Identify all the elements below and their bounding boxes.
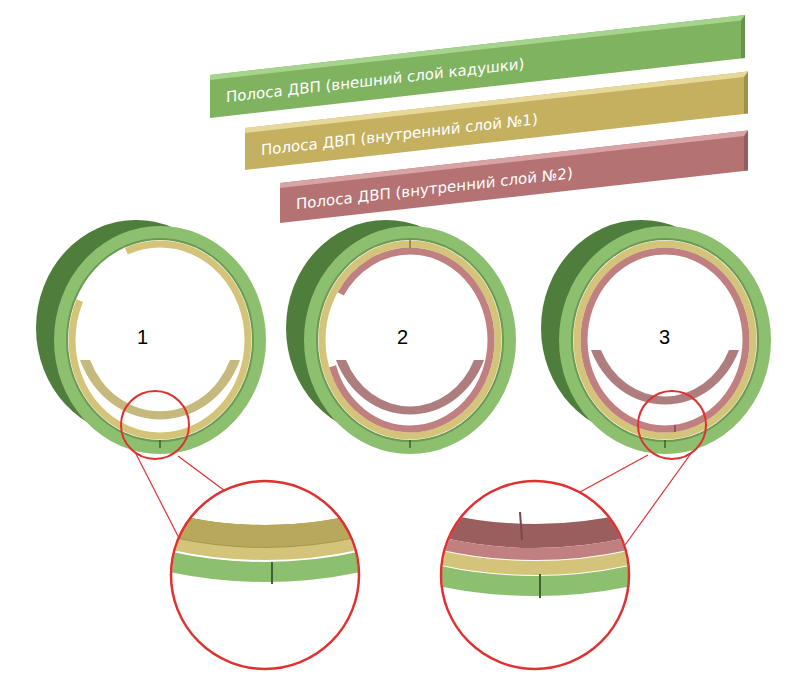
- strip-label: Полоса ДВП (внутренний слой №2): [280, 162, 585, 214]
- strip-label: Полоса ДВП (внутренний слой №1): [245, 108, 550, 160]
- callout-number: 2: [397, 326, 408, 349]
- callout-number: 1: [137, 326, 148, 349]
- callout-number: 3: [659, 326, 670, 349]
